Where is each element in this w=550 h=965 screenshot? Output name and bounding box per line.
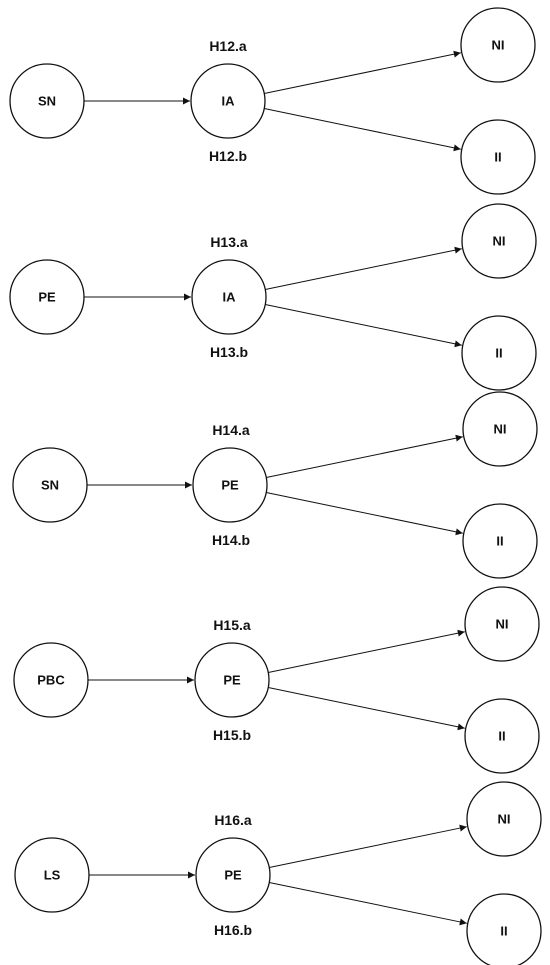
arrow-mediator-to-top-outcome <box>264 50 461 94</box>
outcome-node-bottom: II <box>466 893 542 965</box>
outcome-node-top-circle <box>461 203 537 279</box>
outcome-node-top-label: NI <box>496 617 509 632</box>
outcome-node-top-label: NI <box>494 422 507 437</box>
outcome-node-bottom-label: II <box>494 150 501 165</box>
source-node: SN <box>9 63 85 139</box>
source-node-circle <box>12 447 88 523</box>
source-node-circle <box>9 63 85 139</box>
hypothesis-label-bottom: H14.b <box>212 532 250 548</box>
outcome-node-bottom-label: II <box>498 729 505 744</box>
mediator-node: PE <box>194 642 270 718</box>
outcome-node-bottom-circle <box>461 315 537 391</box>
mediator-node-label: IA <box>223 290 237 305</box>
hypothesis-label-top: H12.a <box>209 38 247 54</box>
outcome-node-top: NI <box>464 586 540 662</box>
mediator-node-circle <box>192 447 268 523</box>
source-node: LS <box>14 837 90 913</box>
source-node: SN <box>12 447 88 523</box>
outcome-node-top-label: NI <box>498 812 511 827</box>
source-node-label: LS <box>44 868 61 883</box>
source-node-label: SN <box>41 478 59 493</box>
arrow-mediator-to-bottom-outcome <box>269 881 467 926</box>
outcome-node-bottom-circle <box>462 503 538 579</box>
outcome-node-top-circle <box>464 586 540 662</box>
outcome-node-bottom: II <box>462 503 538 579</box>
source-node-circle <box>9 259 85 335</box>
mediator-node-label: IA <box>222 94 236 109</box>
outcome-node-bottom-label: II <box>495 346 502 361</box>
arrow-mediator-to-top-outcome <box>265 246 462 290</box>
hypothesis-label-bottom: H16.b <box>214 922 252 938</box>
source-node-label: PE <box>38 290 56 305</box>
hypothesis-label-top: H13.a <box>210 234 248 250</box>
mediator-node: IA <box>190 63 266 139</box>
mediator-node-circle <box>190 63 266 139</box>
outcome-node-top-circle <box>460 7 536 83</box>
arrow-mediator-to-bottom-outcome <box>266 492 463 536</box>
outcome-node-bottom-circle <box>460 119 536 195</box>
arrow-mediator-to-top-outcome <box>269 824 467 869</box>
outcome-node-bottom-label: II <box>500 924 507 939</box>
outcome-node-top: NI <box>461 203 537 279</box>
hypothesis-label-bottom: H13.b <box>210 344 248 360</box>
arrow-mediator-to-bottom-outcome <box>264 108 461 152</box>
hypothesis-label-top: H16.a <box>214 812 252 828</box>
mediator-node-circle <box>194 642 270 718</box>
outcome-node-bottom: II <box>460 119 536 195</box>
outcome-node-top: NI <box>460 7 536 83</box>
outcome-node-top-label: NI <box>492 38 505 53</box>
source-node-label: SN <box>38 94 56 109</box>
mediator-node-circle <box>191 259 267 335</box>
mediator-node-label: PE <box>223 673 241 688</box>
arrow-mediator-to-bottom-outcome <box>268 687 465 731</box>
mediator-node: IA <box>191 259 267 335</box>
outcome-node-top-circle <box>466 781 542 857</box>
outcome-node-top: NI <box>462 391 538 467</box>
mediator-node: PE <box>195 837 271 913</box>
mediator-node-label: PE <box>221 478 239 493</box>
source-node-circle <box>14 837 90 913</box>
source-node: PBC <box>13 642 89 718</box>
outcome-node-bottom-circle <box>466 893 542 965</box>
outcome-node-top-circle <box>462 391 538 467</box>
source-node: PE <box>9 259 85 335</box>
source-node-label: PBC <box>37 673 65 688</box>
arrow-mediator-to-top-outcome <box>266 434 463 478</box>
mediator-node: PE <box>192 447 268 523</box>
source-node-circle <box>13 642 89 718</box>
hypothesis-label-bottom: H12.b <box>209 148 247 164</box>
outcome-node-bottom: II <box>464 698 540 774</box>
outcome-node-top: NI <box>466 781 542 857</box>
mediator-node-circle <box>195 837 271 913</box>
arrow-mediator-to-top-outcome <box>268 629 465 673</box>
outcome-node-top-label: NI <box>493 234 506 249</box>
arrow-mediator-to-bottom-outcome <box>265 304 462 348</box>
outcome-node-bottom: II <box>461 315 537 391</box>
hypothesis-label-top: H15.a <box>213 617 251 633</box>
outcome-node-bottom-circle <box>464 698 540 774</box>
mediator-node-label: PE <box>224 868 242 883</box>
outcome-node-bottom-label: II <box>496 534 503 549</box>
hypothesis-label-top: H14.a <box>212 422 250 438</box>
hypothesis-label-bottom: H15.b <box>213 727 251 743</box>
